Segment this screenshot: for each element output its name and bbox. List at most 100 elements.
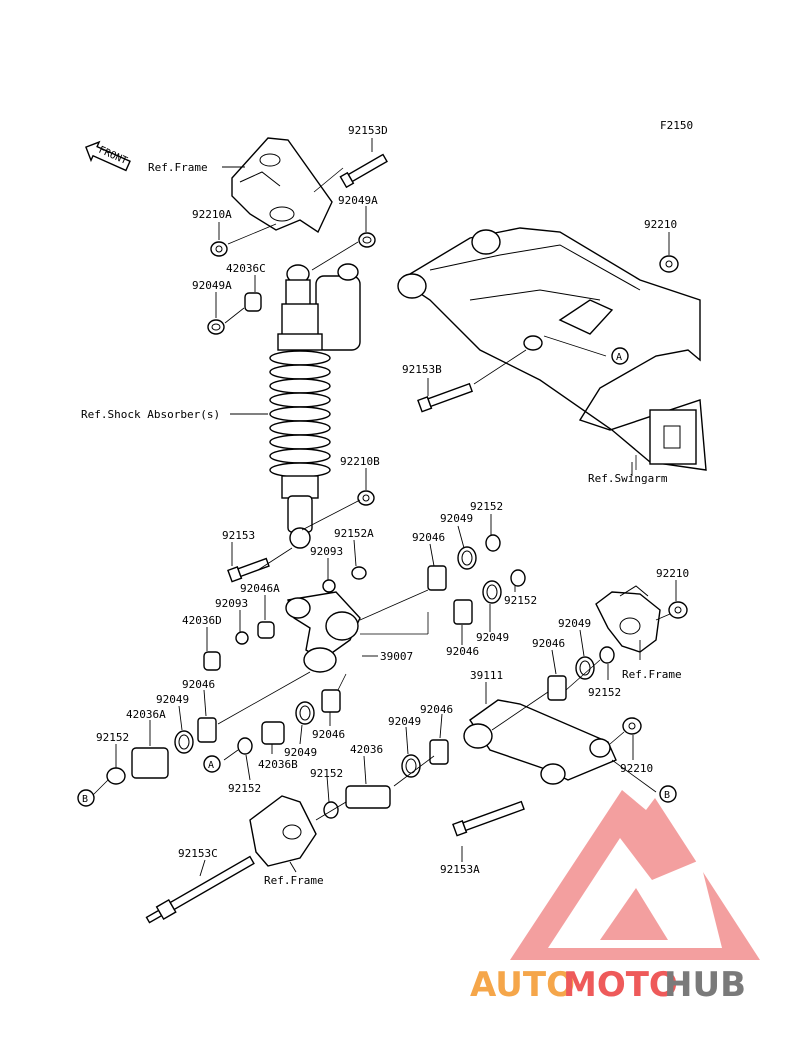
bearing-92046-mid: [321, 689, 341, 713]
label-92153c: 92153C: [178, 847, 218, 860]
label-92153: 92153: [222, 529, 255, 542]
nut-92210-bot: [622, 717, 642, 735]
label-92152a: 92152A: [334, 527, 374, 540]
label-92049-a1: 92049: [440, 512, 473, 525]
seal-92049a-top: [358, 232, 376, 248]
label-92046-link: 92046: [420, 703, 453, 716]
nut-92210b: [357, 490, 375, 506]
label-92049a-top: 92049A: [338, 194, 378, 207]
seal-92049-mid: [295, 701, 315, 725]
marker-b-left: B: [77, 789, 95, 807]
label-92049-mid: 92049: [284, 746, 317, 759]
label-92153b: 92153B: [402, 363, 442, 376]
watermark-text-moto: MOTO: [563, 965, 678, 1005]
label-39111: 39111: [470, 669, 503, 682]
label-92049-a2: 92049: [476, 631, 509, 644]
collar-42036a: [131, 747, 169, 779]
bearing-92046a: [257, 621, 275, 639]
washer-92093-b: [235, 631, 249, 645]
frame-bracket-right: [595, 585, 661, 653]
svg-text:A: A: [616, 352, 622, 363]
cap-92152-a2: [510, 569, 526, 587]
label-92093-a: 92093: [310, 545, 343, 558]
marker-a-swing: A: [611, 347, 629, 365]
label-92093-b: 92093: [215, 597, 248, 610]
bolt-92153d: [339, 153, 388, 189]
swingarm: [397, 227, 707, 471]
label-92152-b2: 92152: [228, 782, 261, 795]
label-92210-bot: 92210: [620, 762, 653, 775]
label-42036: 42036: [350, 743, 383, 756]
label-92046-r: 92046: [532, 637, 565, 650]
label-92049a-left: 92049A: [192, 279, 232, 292]
label-92210a: 92210A: [192, 208, 232, 221]
nut-92210-right: [668, 601, 688, 619]
watermark-logo: [510, 790, 760, 960]
bearing-92046-a2: [453, 599, 473, 625]
watermark-text-auto: AUTO: [470, 965, 575, 1005]
bolt-92153a: [452, 800, 525, 837]
marker-a-left: A: [203, 755, 221, 773]
tie-rod-39111: [463, 699, 617, 785]
collar-42036c: [244, 292, 262, 312]
bearing-92046-a1: [427, 565, 447, 591]
label-92152-a2: 92152: [504, 594, 537, 607]
front-arrow-icon: [85, 140, 131, 172]
frame-bracket-top: [231, 137, 333, 234]
assembly-guide-lines: [91, 167, 671, 821]
bearing-92046-link: [429, 739, 449, 765]
label-ref-swingarm: Ref.Swingarm: [588, 472, 668, 485]
nut-92210a: [210, 241, 228, 257]
cap-92152a: [351, 566, 367, 580]
collar-42036: [345, 785, 391, 809]
collar-42036d: [203, 651, 221, 671]
label-92153a: 92153A: [440, 863, 480, 876]
label-ref-shock-absorber: Ref.Shock Absorber(s): [81, 408, 220, 421]
label-ref-frame-bottom: Ref.Frame: [264, 874, 324, 887]
bolt-92153: [227, 557, 270, 583]
svg-text:B: B: [82, 794, 88, 805]
label-92152-bl: 92152: [96, 731, 129, 744]
washer-92152-b2: [237, 737, 253, 755]
bolt-92153b: [417, 382, 474, 413]
cap-92152-a1: [485, 534, 501, 552]
label-42036c: 42036C: [226, 262, 266, 275]
label-ref-frame-top: Ref.Frame: [148, 161, 208, 174]
rocker-arm-39007: [285, 591, 361, 673]
label-92046-left: 92046: [182, 678, 215, 691]
frame-bracket-bottom: [249, 795, 317, 867]
seal-92049-a2: [482, 580, 502, 604]
label-39007: 39007: [380, 650, 413, 663]
bearing-92046-left: [197, 717, 217, 743]
marker-b-right: B: [659, 785, 677, 803]
label-92046-a1: 92046: [412, 531, 445, 544]
label-42036b: 42036B: [258, 758, 298, 771]
cap-92152-bl: [106, 767, 126, 785]
washer-92152-b3: [323, 801, 339, 819]
swingarm-end: [649, 409, 697, 465]
label-92153d: 92153D: [348, 124, 388, 137]
label-92210b: 92210B: [340, 455, 380, 468]
bearing-92046-r: [547, 675, 567, 701]
collar-42036b: [261, 721, 285, 745]
nut-92210-swing: [659, 255, 679, 273]
figure-code: F2150: [660, 119, 693, 132]
svg-text:A: A: [208, 760, 214, 771]
label-92152-a1: 92152: [470, 500, 503, 513]
label-92046a: 92046A: [240, 582, 280, 595]
label-92046-a2: 92046: [446, 645, 479, 658]
seal-92049-r: [575, 656, 595, 680]
label-42036a: 42036A: [126, 708, 166, 721]
label-42036d: 42036D: [182, 614, 222, 627]
seal-92049-left: [174, 730, 194, 754]
watermark-text-hub: HUB: [664, 965, 746, 1005]
seal-92049-a1: [457, 546, 477, 570]
label-ref-frame-right: Ref.Frame: [622, 668, 682, 681]
shock-absorber: [269, 263, 361, 549]
label-92210-right: 92210: [656, 567, 689, 580]
label-92046-mid: 92046: [312, 728, 345, 741]
seal-92049a-left: [207, 319, 225, 335]
leader-lines: [115, 138, 677, 877]
svg-text:B: B: [664, 790, 670, 801]
